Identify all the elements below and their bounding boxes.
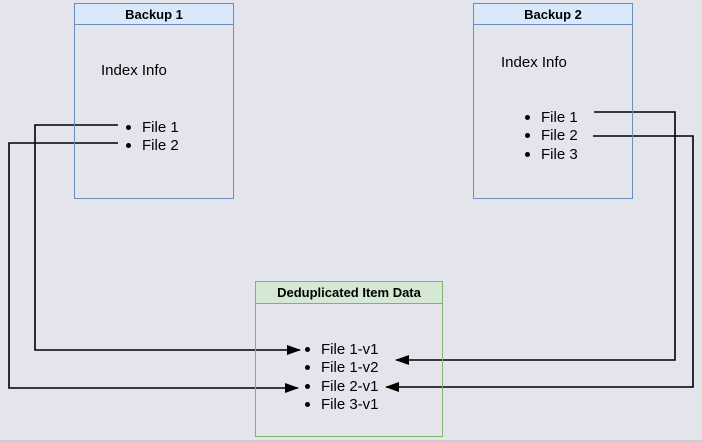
list-item-label: File 3 [541, 145, 578, 163]
bullet-icon [305, 383, 310, 389]
dedup-item-list: File 1-v1 File 1-v2 File 2-v1 File 3-v1 [305, 340, 379, 414]
backup-2-index-info-label: Index Info [501, 54, 567, 71]
list-item-label: File 1 [142, 118, 179, 136]
list-item-label: File 3-v1 [321, 396, 379, 414]
list-item: File 1-v1 [305, 340, 379, 359]
list-item-label: File 1 [541, 108, 578, 126]
deduplicated-item-data-box: Deduplicated Item Data File 1-v1 File 1-… [255, 281, 443, 437]
list-item: File 2 [126, 137, 179, 156]
backup-2-box: Backup 2 Index Info File 1 File 2 File 3 [473, 3, 633, 199]
list-item: File 1-v2 [305, 359, 379, 378]
list-item-label: File 1-v1 [321, 340, 379, 358]
list-item-label: File 2 [541, 127, 578, 145]
bullet-icon [305, 365, 310, 371]
bullet-icon [305, 402, 310, 408]
list-item-label: File 1-v2 [321, 359, 379, 377]
bullet-icon [126, 124, 131, 130]
bullet-icon [525, 151, 530, 157]
backup-2-title: Backup 2 [474, 4, 632, 25]
backup-1-box: Backup 1 Index Info File 1 File 2 [74, 3, 234, 199]
window-bottom-edge [0, 440, 702, 442]
bullet-icon [525, 114, 530, 120]
list-item: File 2-v1 [305, 377, 379, 396]
bullet-icon [525, 133, 530, 139]
deduplicated-item-data-title: Deduplicated Item Data [256, 282, 442, 304]
backup-1-file-list: File 1 File 2 [126, 118, 179, 155]
list-item-label: File 2 [142, 137, 179, 155]
backup-1-title: Backup 1 [75, 4, 233, 25]
bullet-icon [126, 143, 131, 149]
backup-1-index-info-label: Index Info [101, 62, 167, 79]
backup-2-file-list: File 1 File 2 File 3 [525, 108, 578, 164]
list-item: File 3 [525, 145, 578, 164]
list-item-label: File 2-v1 [321, 377, 379, 395]
list-item: File 2 [525, 127, 578, 146]
list-item: File 3-v1 [305, 396, 379, 415]
list-item: File 1 [525, 108, 578, 127]
list-item: File 1 [126, 118, 179, 137]
bullet-icon [305, 346, 310, 352]
